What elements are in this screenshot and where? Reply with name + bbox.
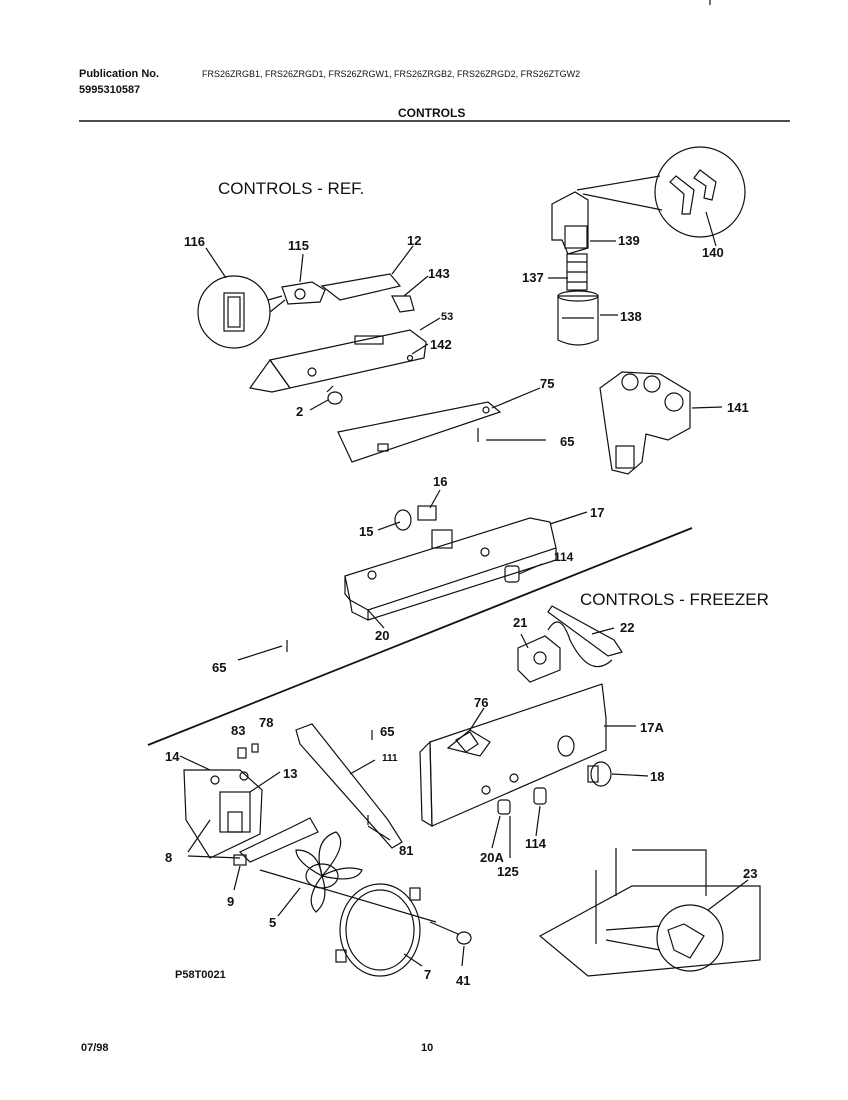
part-111-wire-harness [295, 723, 403, 849]
part-15-bulb [394, 509, 412, 531]
callout-81: 81 [399, 843, 414, 858]
page-title: CONTROLS [398, 106, 466, 120]
section-title-ref: CONTROLS - REF. [218, 179, 365, 198]
part-2-knob [326, 385, 343, 405]
callout-7: 7 [424, 967, 432, 982]
callout-125: 125 [497, 864, 519, 879]
part-140-fittings-circle [654, 146, 746, 238]
part-12-housing [320, 273, 402, 301]
callout-21: 21 [513, 615, 528, 630]
part-20A-bulb [497, 799, 511, 815]
part-13-motor [219, 791, 251, 833]
part-23-cabinet-detail [538, 848, 761, 977]
part-16-socket [417, 505, 437, 521]
drawing-code: P58T0021 [175, 969, 226, 981]
part-115-control [267, 281, 326, 305]
callout-138: 138 [620, 309, 642, 324]
part-9-bracket [233, 854, 247, 866]
callout-20: 20 [375, 628, 390, 643]
part-75-plate [337, 401, 502, 463]
part-41-screw [429, 921, 472, 945]
part-138-filter-housing [557, 290, 599, 346]
part-141-water-valve [599, 371, 723, 475]
part-114-bulb-a [504, 563, 543, 583]
part-23-magnified-circle [656, 904, 724, 972]
callout-15: 15 [359, 524, 374, 539]
callout-41: 41 [456, 973, 471, 988]
part-8-bracket [238, 817, 319, 863]
callout-142: 142 [430, 337, 452, 352]
callout-12: 12 [407, 233, 422, 248]
part-114-bulb-b [533, 787, 547, 805]
callout-115: 115 [288, 238, 309, 253]
part-142-screw [406, 354, 414, 362]
callout-75: 75 [540, 376, 555, 391]
callout-14: 14 [165, 749, 180, 764]
callout-5: 5 [269, 915, 277, 930]
part-22-sensor [547, 605, 623, 657]
callout-20A: 20A [480, 850, 504, 865]
callout-137: 137 [522, 270, 544, 285]
footer-page-number: 10 [421, 1042, 434, 1054]
callout-76: 76 [474, 695, 489, 710]
callout-111: 111 [382, 753, 398, 764]
callout-65-a: 65 [560, 434, 575, 449]
part-116-gasket [197, 275, 286, 349]
callout-116: 116 [184, 234, 205, 249]
part-7-shroud [335, 883, 421, 977]
part-18-knob [587, 761, 612, 787]
callout-2: 2 [296, 404, 304, 419]
callout-17A: 17A [640, 720, 664, 735]
part-53-bracket [248, 329, 427, 393]
part-21-thermostat [517, 621, 613, 683]
callout-17: 17 [590, 505, 605, 520]
part-139-filter-head [551, 175, 663, 255]
callout-143: 143 [428, 266, 450, 281]
part-76-socket [455, 731, 479, 753]
section-divider [147, 527, 693, 746]
part-78-clip [251, 743, 259, 753]
model-list: FRS26ZRGB1, FRS26ZRGD1, FRS26ZRGW1, FRS2… [202, 69, 581, 79]
callout-65-c: 65 [380, 724, 395, 739]
part-17A-housing [419, 683, 607, 828]
publication-number: 5995310587 [79, 84, 141, 96]
callout-8: 8 [165, 850, 173, 865]
callout-78: 78 [259, 715, 274, 730]
part-137-filter-cartridge [566, 253, 588, 291]
section-title-freezer: CONTROLS - FREEZER [580, 590, 769, 609]
part-17-housing [344, 517, 557, 621]
part-143-clip [391, 295, 415, 313]
publication-label: Publication No. [79, 68, 160, 80]
callout-22: 22 [620, 620, 635, 635]
callout-23: 23 [743, 866, 758, 881]
part-5-fan-blade [295, 831, 363, 913]
footer-date: 07/98 [81, 1042, 109, 1054]
part-14-bracket [183, 769, 263, 859]
callout-139: 139 [618, 233, 640, 248]
callout-141: 141 [727, 400, 749, 415]
callout-83: 83 [231, 723, 246, 738]
part-83-clip [237, 747, 247, 759]
callout-18: 18 [650, 769, 665, 784]
callout-13: 13 [283, 766, 298, 781]
callout-114-a: 114 [554, 550, 574, 564]
callout-16: 16 [433, 474, 448, 489]
callout-114-b: 114 [525, 836, 546, 851]
callout-9: 9 [227, 894, 235, 909]
callout-65-b: 65 [212, 660, 227, 675]
callout-53: 53 [441, 311, 454, 323]
callout-140: 140 [702, 245, 724, 260]
